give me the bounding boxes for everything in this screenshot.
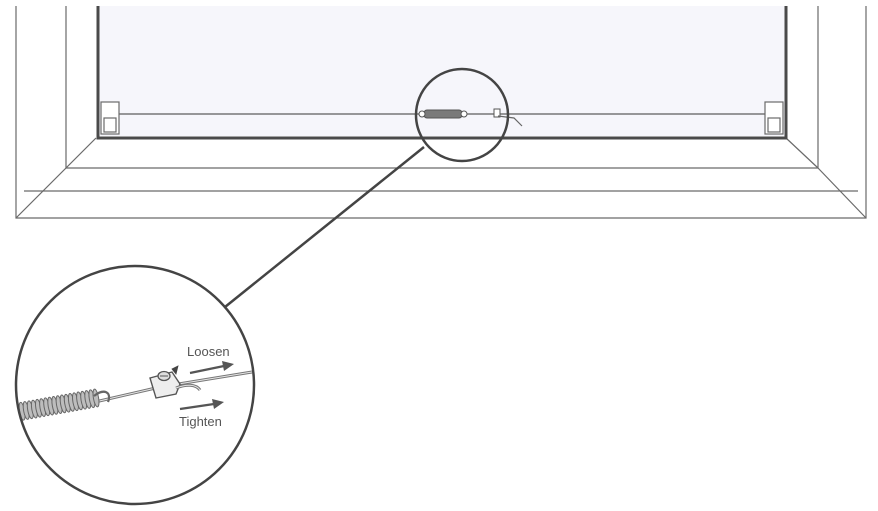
loosen-arrow — [189, 361, 234, 375]
leader-line — [224, 146, 425, 308]
sash-border — [96, 6, 788, 140]
magnifier-large-circle — [14, 264, 256, 506]
outer-frame — [15, 6, 867, 219]
tighten-label: Tighten — [179, 414, 222, 429]
sill-bevel-left — [15, 167, 67, 219]
corner-bracket-right — [764, 101, 784, 135]
window-frame — [15, 6, 867, 219]
sill-bevel-right — [817, 167, 867, 219]
sash — [96, 6, 788, 140]
zoom-detail — [16, 361, 253, 422]
zoom-tensioner — [149, 365, 202, 399]
small-spring — [423, 109, 463, 119]
corner-bracket-left — [100, 101, 120, 135]
tighten-arrow — [179, 399, 224, 411]
small-spring-assembly — [418, 108, 523, 127]
sash-bevel-right — [785, 137, 819, 169]
inner-frame — [65, 6, 819, 169]
zoom-coil-spring — [16, 388, 100, 422]
spring-hook — [93, 390, 111, 403]
magnifier-small-circle — [414, 67, 510, 163]
loosen-label: Loosen — [187, 344, 230, 359]
small-tensioner — [493, 108, 501, 118]
sash-bevel-left — [65, 137, 97, 169]
